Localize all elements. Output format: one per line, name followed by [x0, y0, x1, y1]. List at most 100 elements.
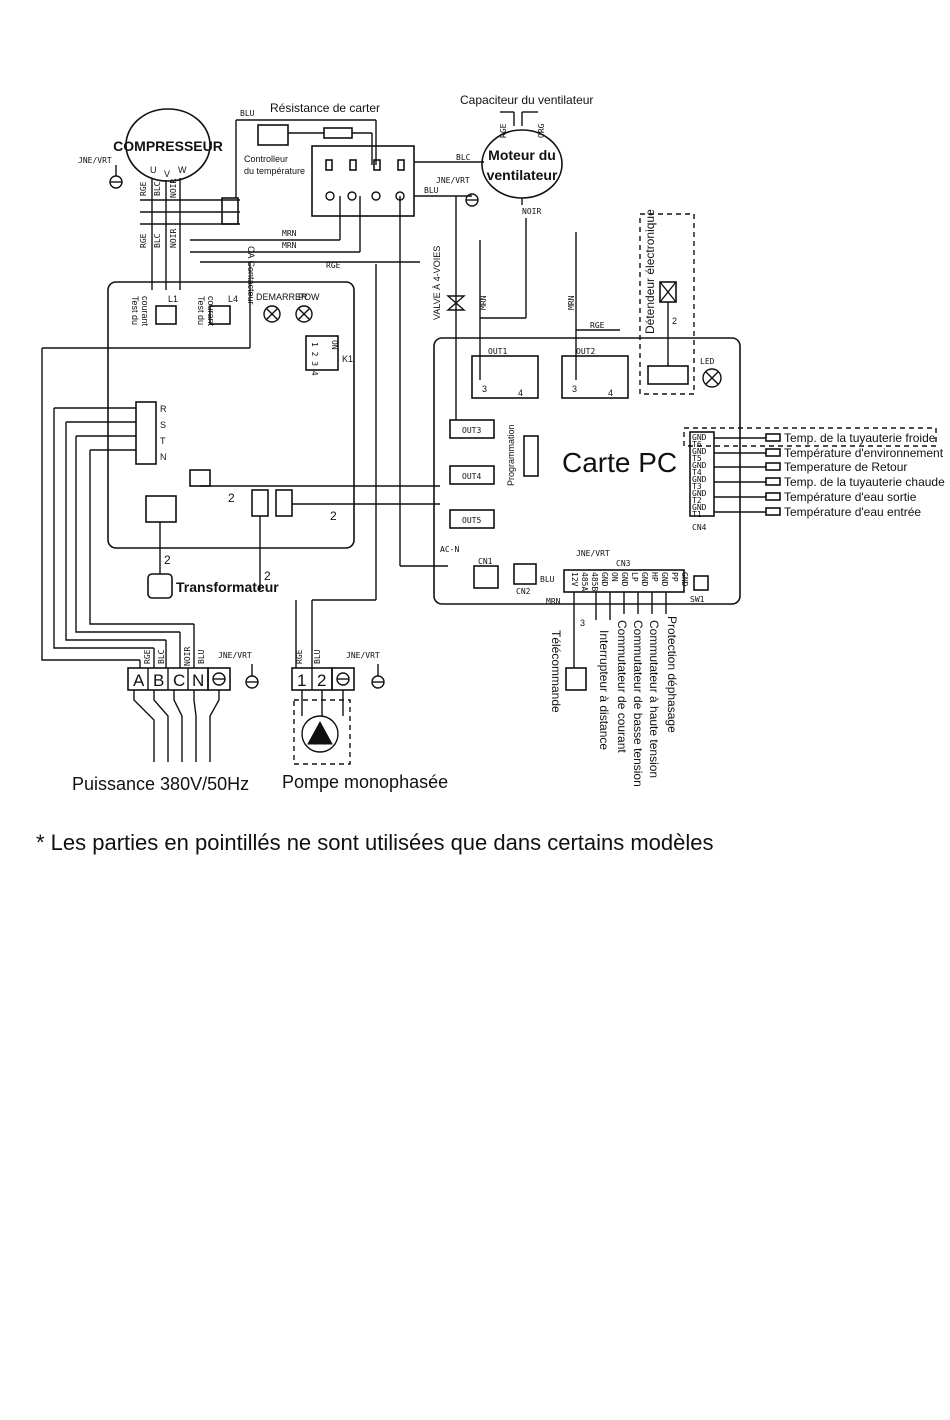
compressor-pin-w: W — [178, 165, 187, 175]
dip-switch-on: ON — [330, 340, 339, 350]
fan-wire-noir: NOIR — [522, 207, 541, 216]
cn2-label: CN2 — [516, 587, 531, 596]
current-test-1-line1: Test du — [130, 296, 140, 325]
wire-label-blc-1: BLC — [153, 181, 162, 196]
wire-label-blc-2: BLC — [153, 233, 162, 248]
fan-wire-org: ORG — [537, 123, 546, 138]
ground-icon — [245, 664, 259, 689]
relay-wire-mrn-1: MRN — [282, 229, 297, 238]
power-wires — [41, 196, 448, 668]
sensor-water-in: Température d'eau entrée — [784, 505, 921, 519]
cn3-pin-12v: 12V — [570, 572, 579, 587]
relay-wire-rge: RGE — [326, 261, 341, 270]
cn3-pin-gnd-1: GND — [600, 572, 609, 587]
terminal-a: A — [133, 671, 145, 690]
compressor-ground-label: JNE/VRT — [78, 156, 112, 165]
wire-count-1: 2 — [228, 491, 235, 505]
compressor-wires: RGE BLC NOIR RGE BLC NOIR — [139, 178, 240, 290]
label-remote-switch: Interrupteur à distance — [597, 630, 611, 750]
power-terminal: RGE BLC NOIR BLU JNE/VRT A B C N Puissan… — [72, 647, 259, 794]
crankcase-heater: Résistance de carter BLU Controlleur du … — [221, 101, 380, 305]
pump-wire-rge: RGE — [295, 649, 304, 664]
fan-wire-rge: RGE — [499, 123, 508, 138]
out2-pin3: 3 — [572, 384, 577, 394]
ground-icon — [465, 193, 479, 207]
current-test-2-line2: courant — [206, 296, 216, 327]
remote-wire-count: 3 — [580, 618, 585, 628]
pcb-title: Carte PC — [562, 447, 677, 478]
terminal-r: R — [160, 404, 167, 414]
transformer-wire-count-2: 2 — [264, 569, 271, 583]
cn4-connector: CN4 GND T6 GND T5 GND T4 GND T3 GND T2 G… — [683, 427, 937, 532]
wire-label-rge-1: RGE — [139, 181, 148, 196]
sensor-return: Temperature de Retour — [784, 460, 907, 474]
wire-count-2: 2 — [330, 509, 337, 523]
compressor: COMPRESSEUR U V W JNE/VRT — [78, 108, 223, 189]
ac-n-label: AC-N — [440, 545, 459, 554]
sensor-water-out: Température d'eau sortie — [784, 490, 917, 504]
sw1-label: SW1 — [690, 595, 705, 604]
label-high-pressure: Commutateur à haute tension — [647, 620, 661, 778]
power-lamp-icon — [295, 305, 313, 323]
expansion-valve: Détendeur électronique 2 — [639, 209, 695, 395]
fan-motor-line2: ventilateur — [487, 167, 558, 183]
terminal-wire-rge: RGE — [143, 649, 152, 664]
terminal-ground-label: JNE/VRT — [218, 651, 252, 660]
pump-terminal: RGE BLU JNE/VRT 1 2 Pompe monophasée — [282, 649, 448, 792]
relay-block: BLC BLU MRN MRN RGE — [190, 145, 484, 270]
cn4-pin-11: GND — [692, 503, 707, 512]
label-low-pressure: Commutateur de basse tension — [631, 620, 645, 787]
ground-icon — [212, 672, 226, 686]
four-way-valve: VALVE À 4-VOIES MRN MRN — [432, 196, 577, 420]
pcb: Carte PC OUT1 OUT2 3 4 3 4 RGE OUT3 OUT4… — [433, 321, 741, 606]
fan-motor-line1: Moteur du — [488, 147, 556, 163]
cn4-pin-2: T6 — [692, 440, 702, 449]
ground-icon — [371, 664, 385, 689]
terminal-t: T — [160, 436, 166, 446]
cn3-pin-pp: PP — [670, 572, 679, 582]
pump-wire-blu: BLU — [313, 649, 322, 664]
ground-icon — [109, 165, 123, 189]
terminal-b: B — [153, 671, 164, 690]
four-way-valve-label: VALVE À 4-VOIES — [432, 246, 442, 320]
fan-wire-mrn: MRN — [567, 295, 576, 310]
cn4-pin-4: T5 — [692, 454, 702, 463]
cn4-pin-12: T1 — [692, 510, 702, 519]
wire-label-noir-1: NOIR — [169, 179, 178, 198]
footnote: * Les parties en pointillés ne sont util… — [36, 830, 714, 855]
cn4-pin-3: GND — [692, 447, 707, 456]
start-indicator-label: DEMARRER — [256, 292, 308, 302]
heater-label: Résistance de carter — [270, 101, 380, 115]
cn3-pin-on: ON — [610, 572, 619, 582]
relay-wire-mrn-2: MRN — [282, 241, 297, 250]
cn4-pin-9: GND — [692, 489, 707, 498]
sensor-ambient: Température d'environnement — [784, 446, 944, 460]
dip-switch-label: K1 — [342, 354, 353, 364]
compressor-pin-u: U — [150, 165, 157, 175]
programming-label: Programmation — [506, 424, 516, 486]
label-remote-control: Télécommande — [549, 630, 563, 713]
cn4-pin-5: GND — [692, 461, 707, 470]
transformer-label: Transformateur — [176, 579, 279, 595]
out4-label: OUT4 — [462, 472, 481, 481]
out1-pin3: 3 — [482, 384, 487, 394]
pump-terminal-2: 2 — [317, 671, 326, 690]
cn4-pin-8: T3 — [692, 482, 702, 491]
sensor-cold-pipe: Temp. de la tuyauterie froide — [784, 431, 936, 445]
relay-wire-blu: BLU — [424, 186, 439, 195]
cn3-pin-gnd-2: GND — [620, 572, 629, 587]
coil-l1-label: L1 — [168, 294, 178, 304]
compressor-pin-v: V — [164, 169, 170, 179]
cn3-pin-gnd-4: GND — [660, 572, 669, 587]
terminal-n: N — [160, 452, 167, 462]
out2-label: OUT2 — [576, 347, 595, 356]
contactor-label: CA Contacteur — [246, 246, 256, 305]
fan-capacitor-label: Capaciteur du ventilateur — [460, 93, 593, 107]
cn3-pin-485b: 485B — [590, 572, 599, 591]
remote-wire-mrn: MRN — [546, 597, 561, 606]
pump-ground-label: JNE/VRT — [346, 651, 380, 660]
led-label: LED — [700, 357, 715, 366]
label-phase-protection: Protection déphasage — [665, 616, 679, 733]
fan-motor: Capaciteur du ventilateur RGE ORG Moteur… — [436, 93, 593, 319]
